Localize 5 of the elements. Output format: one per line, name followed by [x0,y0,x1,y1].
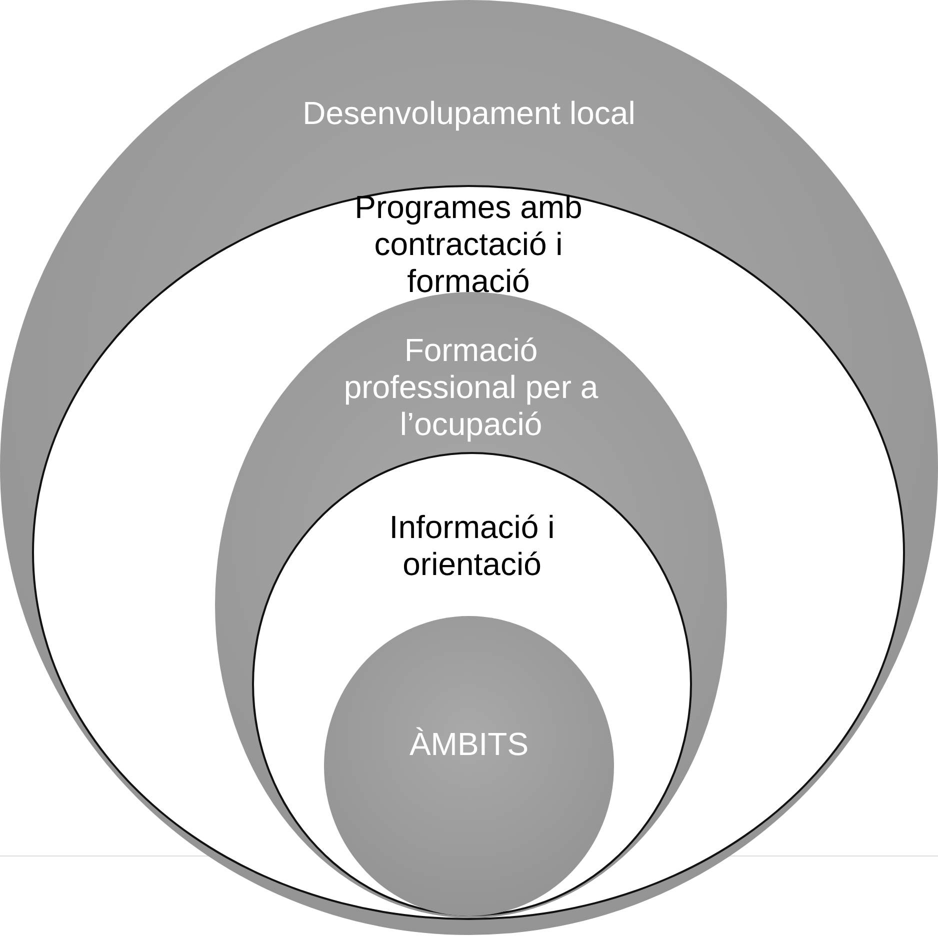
circle-label: Formació professional per a l’ocupació [342,332,600,443]
circle-label: Informació i orientació [388,509,556,583]
circle-label: Desenvolupament local [302,95,636,132]
circle-label: Programes amb contractació i formació [354,189,584,300]
circle-label: ÀMBITS [408,726,530,763]
